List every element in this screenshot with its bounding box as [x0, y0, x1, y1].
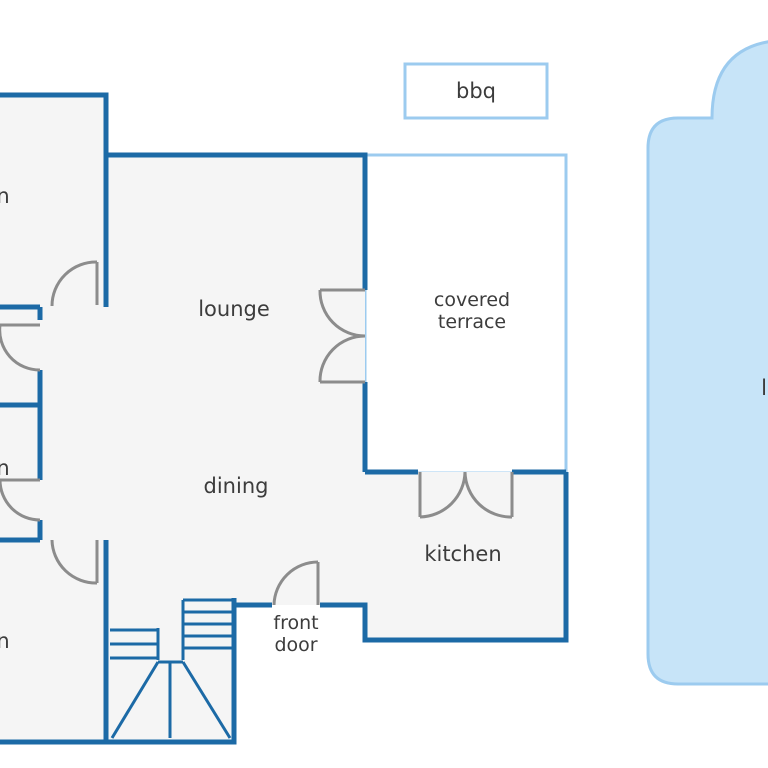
covered-terrace-label-line1: covered	[433, 289, 511, 311]
front-door-label-line1: front	[273, 612, 319, 634]
kitchen-label: kitchen	[424, 542, 502, 566]
bbq-box	[403, 62, 549, 120]
pool	[646, 40, 768, 686]
dining-label: dining	[203, 474, 269, 498]
doors	[0, 260, 514, 606]
stairs	[110, 598, 232, 739]
cut-room-label-1: n	[0, 184, 10, 208]
front-door-label-line2: door	[274, 634, 318, 656]
walls	[0, 92, 569, 745]
lounge-label: lounge	[198, 297, 270, 321]
cut-room-label-3: n	[0, 629, 10, 653]
bbq-label: bbq	[456, 79, 496, 103]
covered-terrace-area	[363, 153, 568, 475]
covered-terrace-label-line2: terrace	[437, 311, 507, 333]
cut-room-label-2: n	[0, 456, 10, 480]
pool-label-cut: l	[761, 377, 767, 399]
